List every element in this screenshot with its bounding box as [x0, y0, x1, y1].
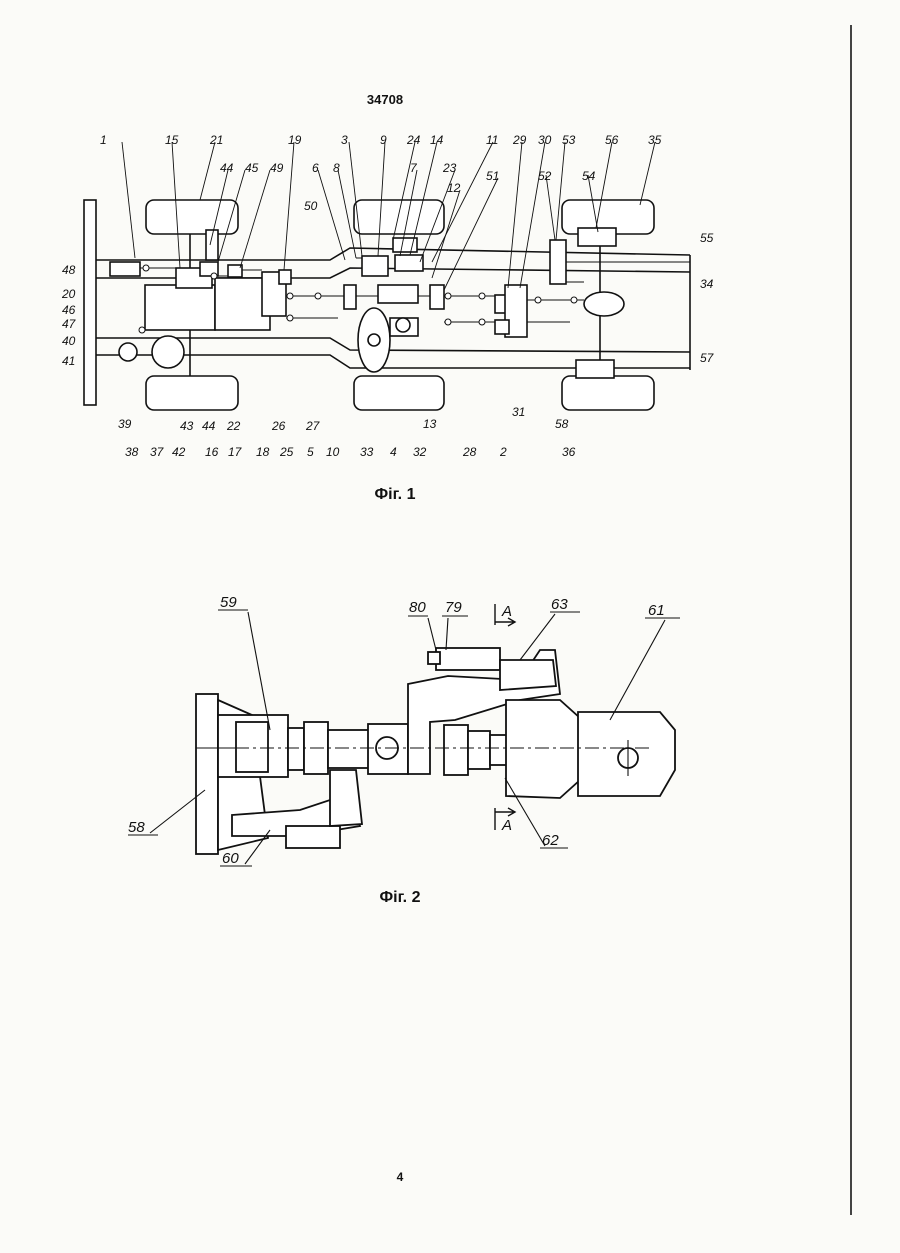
label-61: 61 [648, 602, 665, 619]
wheel-mid-right [354, 376, 444, 410]
label-16: 16 [205, 445, 219, 459]
label-36: 36 [562, 445, 576, 459]
label-53: 53 [562, 133, 576, 147]
label-29: 29 [512, 133, 527, 147]
label-37: 37 [150, 445, 165, 459]
label-55: 55 [700, 231, 714, 245]
label-58-fig1: 58 [555, 417, 569, 431]
label-79: 79 [445, 599, 462, 616]
label-60: 60 [222, 850, 239, 867]
label-57: 57 [700, 351, 715, 365]
label-2: 2 [499, 445, 507, 459]
label-14: 14 [430, 133, 444, 147]
label-24: 24 [406, 133, 421, 147]
label-30: 30 [538, 133, 552, 147]
label-51: 51 [486, 169, 499, 183]
label-18: 18 [256, 445, 270, 459]
label-62: 62 [542, 832, 559, 849]
figure-1-caption: Фіг. 1 [350, 486, 440, 504]
label-12: 12 [447, 181, 461, 195]
label-6: 6 [312, 161, 319, 175]
wheel-rear-right [562, 376, 654, 410]
label-33: 33 [360, 445, 374, 459]
label-44-bottom: 44 [202, 419, 216, 433]
document-number: 34708 [0, 92, 770, 107]
label-54: 54 [582, 169, 596, 183]
label-27: 27 [305, 419, 321, 433]
label-43: 43 [180, 419, 194, 433]
label-28: 28 [462, 445, 477, 459]
label-19: 19 [288, 133, 302, 147]
label-31: 31 [512, 405, 525, 419]
label-5: 5 [307, 445, 314, 459]
bumper [84, 200, 96, 405]
label-22: 22 [226, 419, 241, 433]
page-edge-rule [850, 25, 852, 1215]
frame-rail-lower [96, 338, 690, 352]
label-63: 63 [551, 596, 568, 613]
label-20: 20 [61, 287, 76, 301]
label-56-top: 56 [605, 133, 619, 147]
steering-wheel [152, 336, 184, 368]
label-47: 47 [62, 317, 77, 331]
label-48: 48 [62, 263, 76, 277]
label-1: 1 [100, 133, 107, 147]
figure-2-caption: Фіг. 2 [355, 889, 445, 907]
label-11: 11 [486, 133, 498, 147]
label-13: 13 [423, 417, 437, 431]
label-80: 80 [409, 599, 426, 616]
label-49: 49 [270, 161, 284, 175]
label-59: 59 [220, 594, 237, 611]
rear-differential [584, 292, 624, 316]
wheel-front-right [146, 376, 238, 410]
figure-1-drawing: 1 15 21 44 45 49 19 6 8 3 9 24 14 7 23 1… [0, 125, 760, 465]
wheel-mid-left [354, 200, 444, 234]
label-40: 40 [62, 334, 76, 348]
label-10: 10 [326, 445, 340, 459]
label-35: 35 [648, 133, 662, 147]
label-21: 21 [209, 133, 223, 147]
differential [358, 308, 390, 372]
label-38: 38 [125, 445, 139, 459]
label-8: 8 [333, 161, 340, 175]
label-58: 58 [128, 819, 145, 836]
page-number: 4 [380, 1170, 420, 1184]
label-23: 23 [442, 161, 457, 175]
section-mark-a-top: A [501, 603, 512, 620]
label-39: 39 [118, 417, 132, 431]
engine-block [145, 285, 215, 330]
wheel-front-left [146, 200, 238, 234]
label-3: 3 [341, 133, 348, 147]
label-46: 46 [62, 303, 76, 317]
label-9: 9 [380, 133, 387, 147]
label-50: 50 [304, 199, 318, 213]
label-25: 25 [279, 445, 294, 459]
label-42: 42 [172, 445, 186, 459]
label-41: 41 [62, 354, 75, 368]
label-17: 17 [228, 445, 243, 459]
label-4: 4 [390, 445, 397, 459]
label-15: 15 [165, 133, 179, 147]
label-34: 34 [700, 277, 714, 291]
label-26: 26 [271, 419, 286, 433]
label-32: 32 [413, 445, 427, 459]
figure-2-drawing: 59 80 79 A 63 61 58 60 A 62 [0, 585, 760, 865]
label-52: 52 [538, 169, 552, 183]
left-flange [196, 694, 218, 854]
section-mark-a-bottom: A [501, 817, 512, 834]
label-44: 44 [220, 161, 234, 175]
label-45: 45 [245, 161, 259, 175]
